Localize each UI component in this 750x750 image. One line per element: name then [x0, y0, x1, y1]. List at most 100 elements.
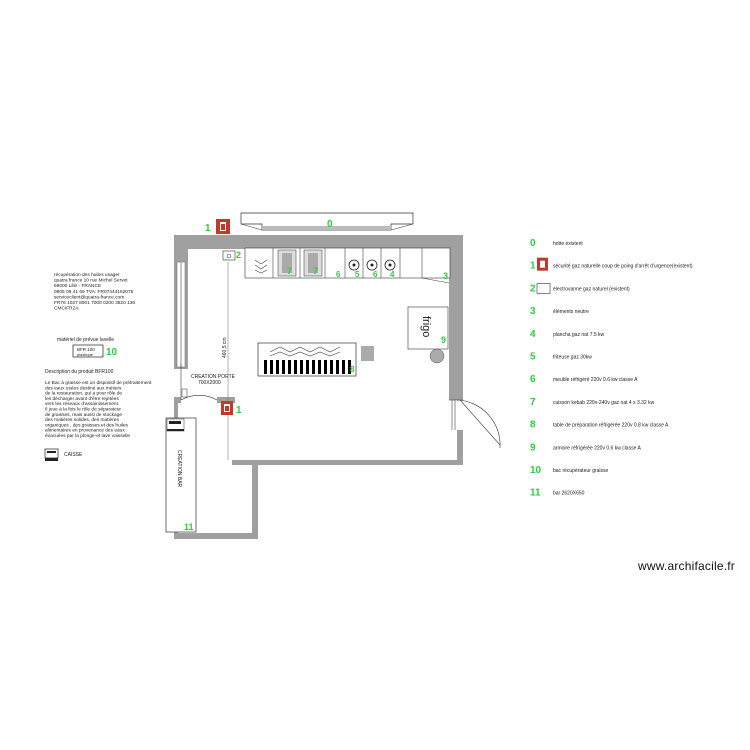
- supplier-line: CMCIFR2A: [54, 306, 79, 312]
- walls: [174, 235, 463, 539]
- grease-trap-heading: matériel de prévue lavelle: [57, 337, 114, 343]
- description-line: des matières solides, des matières: [45, 417, 119, 423]
- marker-1-top: 1: [205, 223, 211, 234]
- marker-6a: 6: [336, 270, 341, 279]
- description-line: les décharger avant d'être rejetées: [45, 396, 119, 402]
- legend-text: sécurité gaz naturelle coup de poing d'a…: [553, 264, 693, 270]
- description-line: organiques , des graisses et des huiles: [45, 422, 129, 428]
- created-door: CREATION PORTE 700X2000: [180, 364, 236, 401]
- legend-item: 0 hotte existent: [530, 238, 583, 249]
- marker-3: 3: [443, 271, 448, 281]
- legend-item: 1 sécurité gaz naturelle coup de poing d'…: [530, 257, 693, 272]
- marker-9: 9: [441, 335, 446, 345]
- gas-valve-icon: [536, 283, 551, 294]
- description-line: des eaux usées destiné aux métiers: [45, 385, 122, 391]
- legend-item: 8 table de préparation réfrigérée 220v 0.…: [530, 420, 669, 431]
- legend-number: 9: [530, 442, 536, 453]
- legend: 0 hotte existent 1 sécurité gaz naturelle c…: [530, 238, 693, 499]
- gas-safety-top: 1: [205, 219, 230, 234]
- description-line: évacuées par la plonge-et lave vaisselle: [45, 433, 130, 439]
- hood: 0: [240, 212, 414, 231]
- marker-2: 2: [236, 250, 241, 260]
- fridge-label: frigo: [420, 316, 432, 337]
- grease-trap-block: matériel de prévue lavelle BFR 100 plast…: [45, 337, 152, 439]
- grease-trap-material: plastique: [77, 352, 94, 357]
- legend-number: 7: [530, 397, 536, 408]
- legend-item: 3 éléments neutre: [530, 306, 589, 317]
- legend-item: 4 plancha gaz nat 7.5 kw: [530, 329, 605, 340]
- register-block: CAISSE: [44, 448, 83, 461]
- left-window: [176, 261, 186, 368]
- fridge: frigo 9: [407, 306, 449, 364]
- legend-text: hotte existent: [553, 241, 583, 247]
- description-line: de graisses, mais aussi de stockage: [45, 412, 122, 418]
- supplier-line: serviceclient@quatra-france.com: [54, 294, 124, 300]
- dimension: 460,5 cm: [222, 262, 229, 460]
- legend-text: meuble réfrigéré 220v 0.6 kw classe A: [553, 377, 638, 383]
- gas-valve-icon: [222, 250, 236, 261]
- supplier-line: FR76 1027 8001 7000 0200 3820 136: [54, 300, 135, 306]
- cash-register-icon: [44, 448, 59, 459]
- legend-item: 6 meuble réfrigéré 220v 0.6 kw classe A: [530, 374, 638, 385]
- legend-text: friteuse gaz 30kw: [553, 355, 592, 361]
- legend-number: 11: [530, 488, 541, 499]
- legend-text: bac récupérateur graisse: [553, 468, 609, 474]
- legend-text: cuisson kebab 220v-240v gaz nat 4 x 3.32…: [553, 400, 655, 406]
- legend-text: éléments neutre: [553, 309, 589, 315]
- bar: CREATION BAR 11: [165, 388, 197, 533]
- marker-7b: 7: [313, 266, 318, 276]
- marker-1-bottom: 1: [236, 405, 242, 416]
- supplier-line: quatra france 10 rue Michel Servet: [54, 278, 128, 284]
- watermark: www.archifacile.fr: [638, 559, 735, 573]
- door-label-2: 700X2000: [198, 380, 221, 386]
- legend-number: 5: [530, 352, 536, 363]
- supplier-line: 59000 Lille - FRANCE: [54, 283, 101, 289]
- legend-number: 0: [530, 238, 536, 249]
- legend-item: 2 électrovanne gaz naturel (existent): [530, 283, 630, 294]
- legend-item: 5 friteuse gaz 30kw: [530, 352, 592, 363]
- marker-8: 8: [350, 365, 355, 374]
- marker-11: 11: [184, 522, 194, 532]
- gas-valve: 2: [222, 250, 241, 261]
- cooking-line: 7 7 6 5 6 4 3: [244, 247, 451, 284]
- legend-text: électrovanne gaz naturel (existent): [553, 286, 630, 292]
- description-line: de la restauration, qui a pour rôle de: [45, 391, 122, 397]
- marker-10: 10: [106, 347, 118, 358]
- legend-number: 8: [530, 420, 536, 431]
- supplier-line: récupération des huiles usager: [54, 272, 120, 278]
- marker-5: 5: [355, 270, 360, 279]
- legend-number: 4: [530, 329, 536, 340]
- marker-7a: 7: [287, 266, 292, 276]
- marker-6b: 6: [373, 270, 378, 279]
- description-line: vers les réseaux d'assainissement.: [45, 401, 119, 407]
- legend-number: 1: [530, 261, 536, 272]
- legend-item: 10 bac récupérateur graisse: [530, 465, 609, 476]
- legend-text: armoire réfrigérée 220v 0.6 kw classe A: [553, 445, 641, 451]
- description-line: Il joue à la fois le rôle de séparateur: [45, 407, 121, 413]
- legend-number: 3: [530, 306, 536, 317]
- grease-trap-description: Le Bac à graisse est un dispositif de pr…: [45, 380, 152, 439]
- legend-item: 7 cuisson kebab 220v-240v gaz nat 4 x 3.3…: [530, 397, 655, 408]
- legend-text: plancha gaz nat 7.5 kw: [553, 332, 605, 338]
- legend-text: table de préparation réfrigérée 220v 0.8…: [553, 423, 669, 429]
- supplier-line: 0805 09 41 69 TVA: FR07444162075: [54, 289, 134, 295]
- legend-number: 10: [530, 465, 542, 476]
- marker-0: 0: [327, 219, 333, 230]
- door-label-1: CREATION PORTE: [191, 374, 236, 380]
- marker-4: 4: [390, 270, 395, 279]
- legend-number: 2: [530, 283, 536, 294]
- grease-trap-box: [72, 344, 104, 358]
- register-label: CAISSE: [64, 452, 83, 458]
- grease-trap-model: BFR 100: [77, 347, 95, 352]
- grease-trap-description-title: Description du produit BFR100: [45, 369, 114, 375]
- gas-safety-bottom: 1: [221, 401, 242, 416]
- right-door: [449, 399, 501, 449]
- bar-label: CREATION BAR: [176, 450, 182, 488]
- description-line: alimentaires en provenance des eaux: [45, 428, 125, 434]
- dimension-label: 460,5 cm: [222, 337, 228, 358]
- legend-item: 9 armoire réfrigérée 220v 0.6 kw classe A: [530, 442, 641, 453]
- legend-number: 6: [530, 374, 536, 385]
- prep-table: 8: [257, 342, 374, 377]
